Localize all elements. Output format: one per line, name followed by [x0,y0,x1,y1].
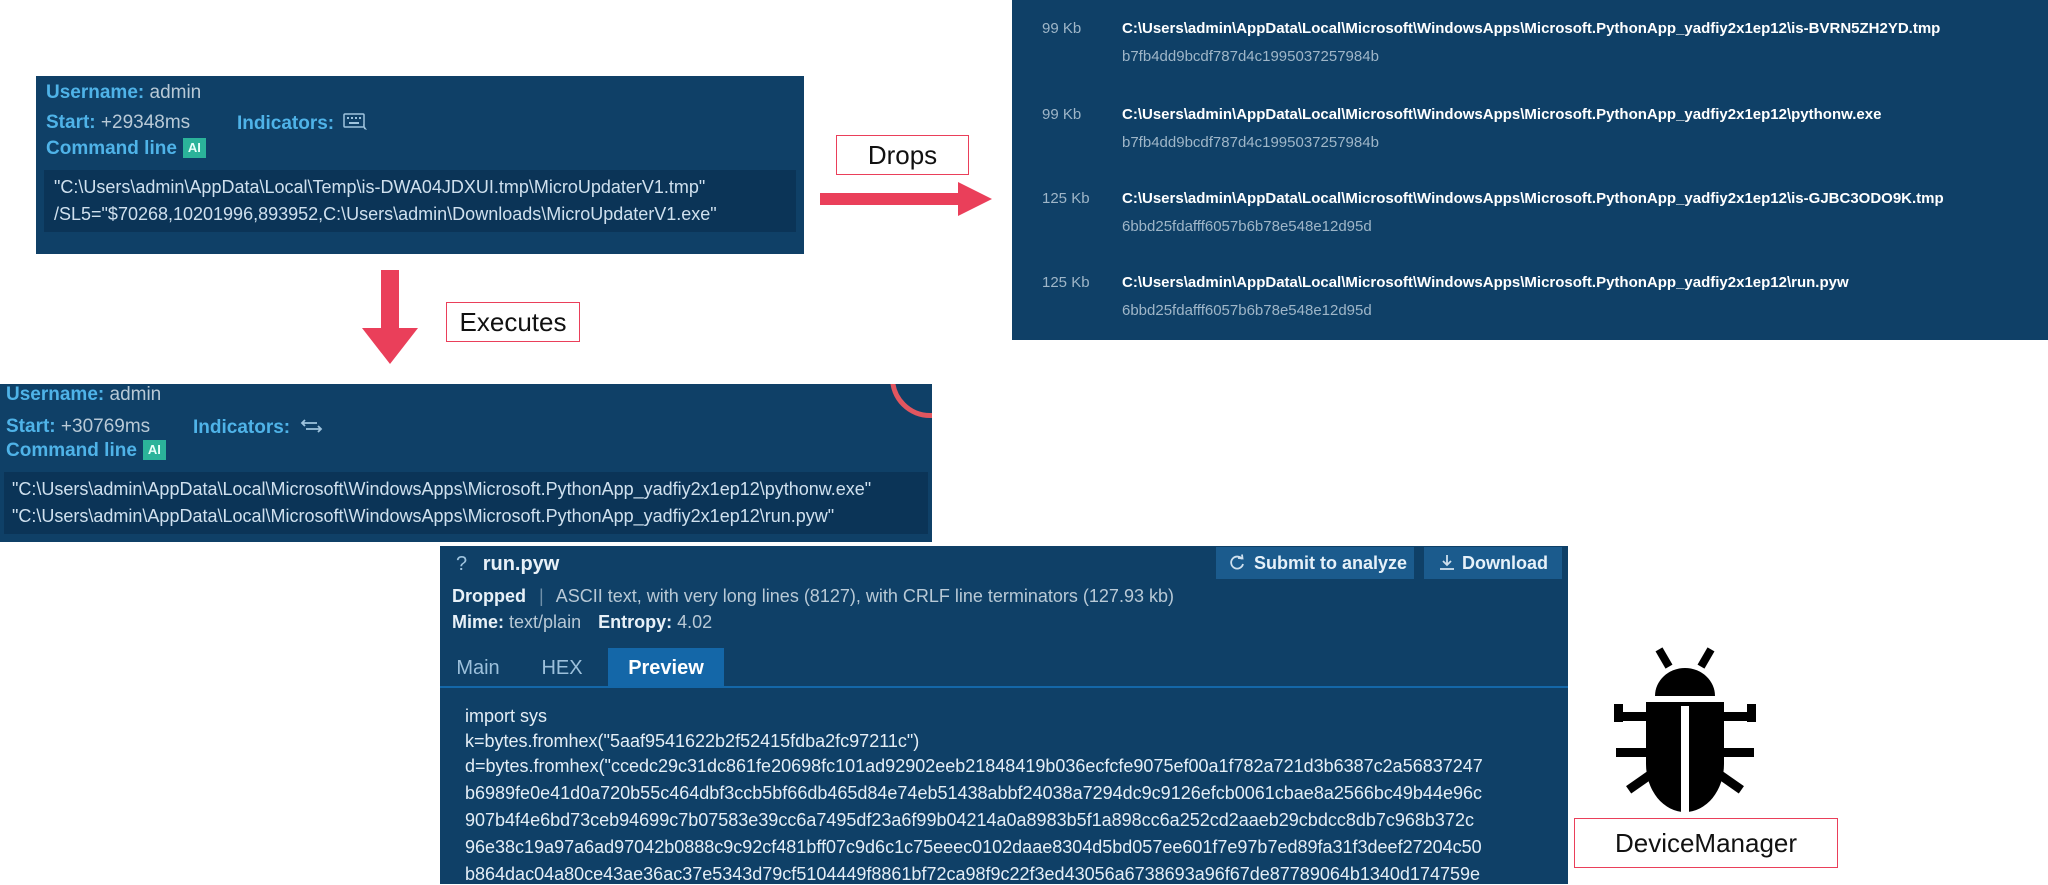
status-ring [890,384,932,418]
file-size: 99 Kb [1042,20,1082,37]
refresh-icon [1230,554,1244,570]
indicators-label: Indicators: [193,417,291,438]
tab-main[interactable]: Main [456,657,500,679]
command-line-label: Command line [6,440,137,461]
mime-row: Mime: text/plain Entropy: 4.02 [452,612,712,633]
file-path: C:\Users\admin\AppData\Local\Microsoft\W… [1122,190,1944,207]
tab-bar [440,648,1568,688]
file-hash: b7fb4dd9bcdf787d4c1995037257984b [1122,134,1379,151]
username-label: Username: [6,384,105,405]
dropped-file-row[interactable]: 99 Kb C:\Users\admin\AppData\Local\Micro… [1012,104,2048,164]
keyboard-icon[interactable] [343,112,369,138]
ai-badge[interactable]: AI [142,440,166,460]
start-row: Start: +30769ms [6,416,150,438]
dropped-status: Dropped [452,586,526,606]
command-line-box: "C:\Users\admin\AppData\Local\Temp\is-DW… [44,170,796,232]
ai-badge[interactable]: AI [182,138,206,158]
file-size: 99 Kb [1042,106,1082,123]
bug-icon [1614,647,1756,816]
dropped-file-row[interactable]: 125 Kb C:\Users\admin\AppData\Local\Micr… [1012,188,2048,248]
code-line: b864dac04a80ce43ae36ac37e5343d79cf510444… [465,864,1481,884]
file-description: ASCII text, with very long lines (8127),… [555,586,1174,606]
file-path: C:\Users\admin\AppData\Local\Microsoft\W… [1122,274,1849,291]
file-hash: 6bbd25fdafff6057b6b78e548e12d95d [1122,218,1372,235]
file-info-row: Dropped | ASCII text, with very long lin… [452,586,1174,607]
command-line-text: "C:\Users\admin\AppData\Local\Temp\is-DW… [54,177,706,197]
separator: | [539,586,544,606]
code-line: k=bytes.fromhex("5aaf9541622b2f52415fdba… [465,731,920,751]
username-value: admin [149,82,202,103]
malware-name-label: DeviceManager [1574,818,1838,868]
submit-label: Submit to analyze [1254,553,1408,573]
start-label: Start: [6,416,56,437]
indicators-row: Indicators: [193,416,325,442]
file-path: C:\Users\admin\AppData\Local\Microsoft\W… [1122,20,1941,37]
dropped-file-row[interactable]: 99 Kb C:\Users\admin\AppData\Local\Micro… [1012,18,2048,78]
command-line-text: /SL5="$70268,10201996,893952,C:\Users\ad… [54,204,717,224]
download-icon [1440,555,1454,570]
mime-value: text/plain [509,612,582,632]
command-line-text: "C:\Users\admin\AppData\Local\Microsoft\… [12,506,835,526]
indicators-row: Indicators: [237,112,369,138]
code-line: import sys [465,706,548,726]
start-value: +29348ms [100,112,191,133]
indicators-label: Indicators: [237,113,335,134]
executes-arrow [362,270,418,364]
code-line: b6989fe0e41d0a720b55c464dbf3ccb5bf66db46… [465,783,1482,803]
file-hash: 6bbd25fdafff6057b6b78e548e12d95d [1122,302,1372,319]
file-size: 125 Kb [1042,190,1090,207]
download-label: Download [1462,553,1548,573]
dropped-file-row[interactable]: 125 Kb C:\Users\admin\AppData\Local\Micr… [1012,272,2048,332]
command-line-label: Command line [46,138,177,159]
file-path: C:\Users\admin\AppData\Local\Microsoft\W… [1122,106,1882,123]
file-preview-panel [440,546,1568,884]
tab-preview[interactable]: Preview [608,648,724,688]
file-name: run.pyw [482,553,560,575]
command-line-box: "C:\Users\admin\AppData\Local\Microsoft\… [4,472,928,534]
tab-hex[interactable]: HEX [541,657,583,679]
process-panel-pythonw: Username: admin Start: +30769ms Indicato… [0,384,932,542]
submit-to-analyze-button[interactable]: Submit to analyze [1216,547,1414,579]
drops-arrow [820,182,992,216]
start-value: +30769ms [60,416,151,437]
command-line-text: "C:\Users\admin\AppData\Local\Microsoft\… [12,479,872,499]
dropped-files-panel: 99 Kb C:\Users\admin\AppData\Local\Micro… [1012,0,2048,340]
executes-label: Executes [446,302,580,342]
code-line: d=bytes.fromhex("ccedc29c31dc861fe20698f… [465,756,1483,776]
entropy-value: 4.02 [677,612,713,632]
code-line: 96e38c19a97a6ad97042b0888c9c92cf481bff07… [465,837,1482,857]
drops-label: Drops [836,135,969,175]
start-row: Start: +29348ms [46,112,190,134]
mime-label: Mime: [452,612,505,632]
username-row: Username: admin [6,384,161,406]
process-panel-updater: Username: admin Start: +29348ms Indicato… [36,76,804,254]
code-line: 907b4f4e6bd73ceb94699c7b07583e39cc6a7495… [465,810,1474,830]
file-hash: b7fb4dd9bcdf787d4c1995037257984b [1122,48,1379,65]
username-label: Username: [46,82,145,103]
entropy-label: Entropy: [598,612,673,632]
username-value: admin [109,384,162,405]
question-icon[interactable]: ? [456,553,468,575]
file-size: 125 Kb [1042,274,1090,291]
file-title-row: ? run.pyw [456,553,559,576]
network-arrows-icon[interactable] [299,416,325,442]
download-button[interactable]: Download [1424,547,1562,579]
username-row: Username: admin [46,82,201,104]
start-label: Start: [46,112,96,133]
